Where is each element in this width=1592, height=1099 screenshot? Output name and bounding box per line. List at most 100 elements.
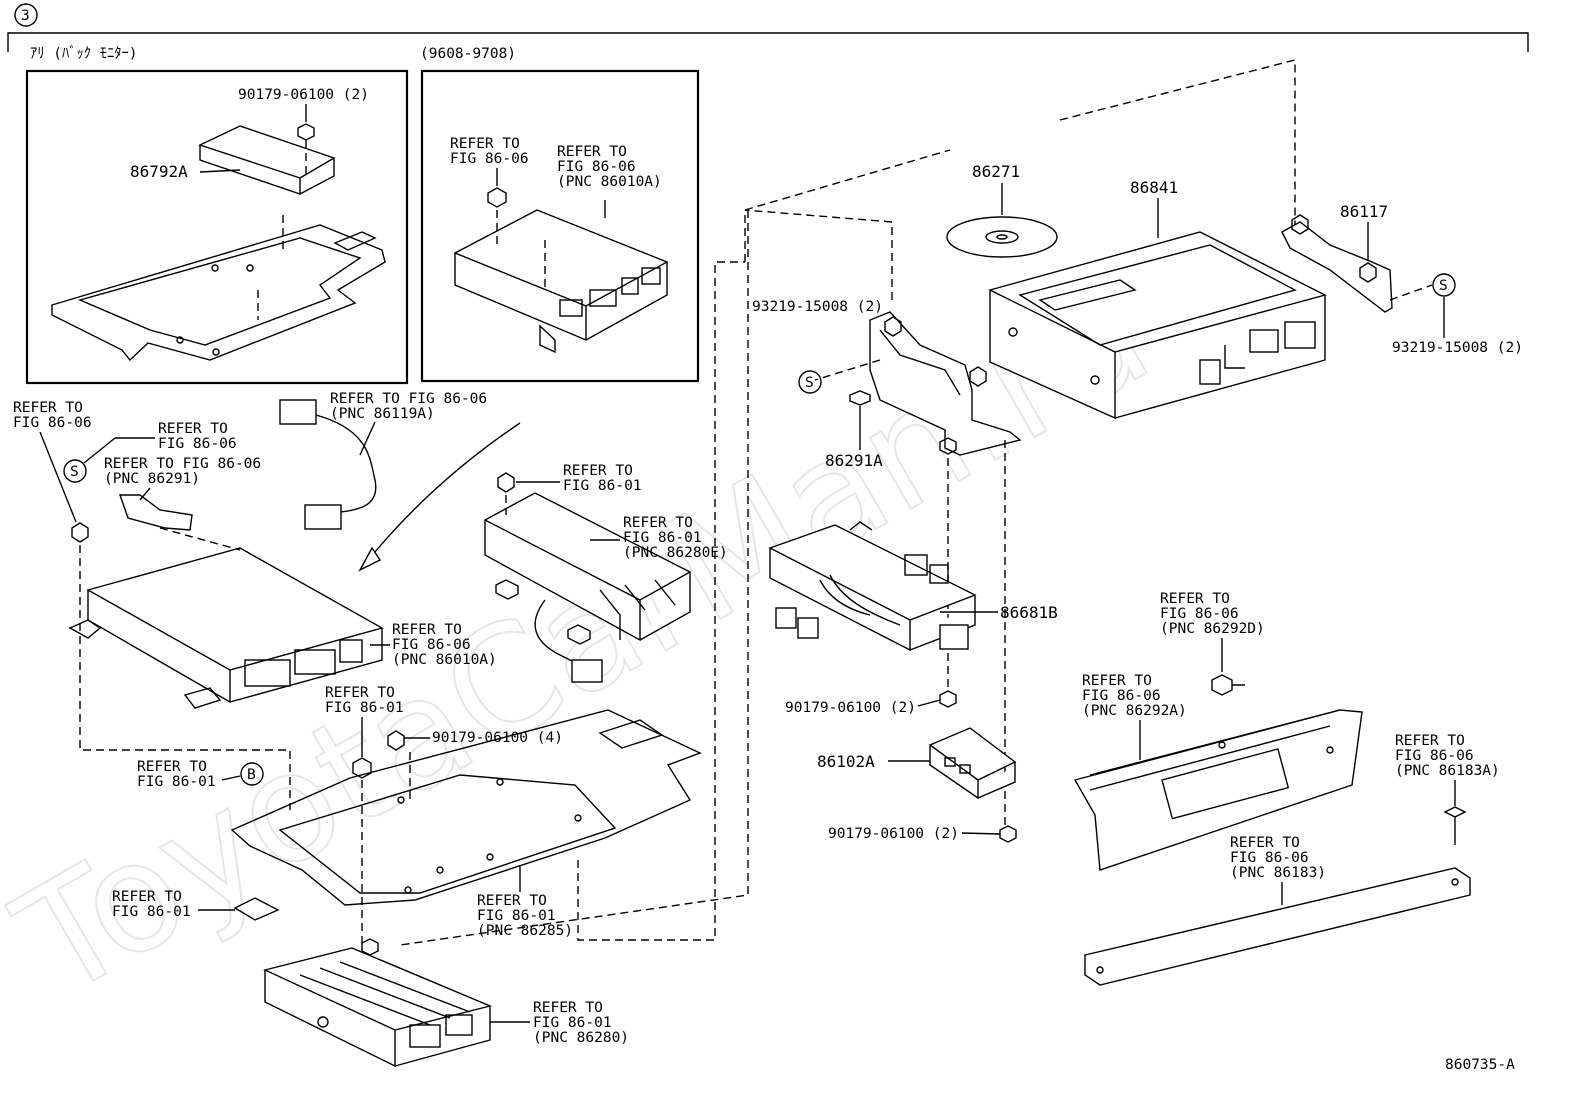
- inset-left: ｱﾘ (ﾊﾞｯｸ ﾓﾆﾀｰ): [25, 45, 409, 385]
- svg-text:FIG 86-06: FIG 86-06: [1160, 606, 1239, 622]
- part-90179-low: 90179-06100 (2): [828, 826, 959, 842]
- svg-text:S: S: [1439, 278, 1448, 294]
- svg-text:FIG 86-01: FIG 86-01: [112, 904, 191, 920]
- svg-text:REFER TO FIG 86-06: REFER TO FIG 86-06: [104, 456, 261, 472]
- svg-text:S: S: [805, 375, 814, 391]
- ref-fig-b: REFER TO FIG 86-01: [137, 759, 241, 790]
- wiring-harness: [279, 399, 377, 530]
- svg-text:FIG 86-01: FIG 86-01: [477, 908, 556, 924]
- svg-text:REFER TO: REFER TO: [392, 622, 462, 638]
- part-90179-inset: 90179-06100 (2): [238, 87, 369, 103]
- svg-text:FIG 86-01: FIG 86-01: [325, 700, 404, 716]
- center-mounting-bracket: [230, 261, 745, 950]
- inset-right: (9608-9708): [420, 46, 700, 383]
- svg-text:FIG 86-01: FIG 86-01: [623, 530, 702, 546]
- svg-text:FIG 86-06: FIG 86-06: [557, 159, 636, 175]
- svg-text:FIG 86-06: FIG 86-06: [392, 637, 471, 653]
- amplifier-86280: [262, 938, 493, 1068]
- svg-text:(PNC 86280): (PNC 86280): [533, 1030, 629, 1046]
- svg-text:REFER TO FIG 86-06: REFER TO FIG 86-06: [330, 391, 487, 407]
- svg-text:FIG 86-06: FIG 86-06: [450, 151, 529, 167]
- symbol-b: B: [240, 762, 264, 786]
- svg-text:REFER TO: REFER TO: [557, 144, 627, 160]
- svg-text:REFER TO: REFER TO: [137, 759, 207, 775]
- part-86681B: 86681B: [1000, 603, 1058, 622]
- svg-text:REFER TO: REFER TO: [623, 515, 693, 531]
- symbol-s-right: S: [1432, 273, 1456, 297]
- inset-left-title: ｱﾘ (ﾊﾞｯｸ ﾓﾆﾀｰ): [30, 45, 137, 62]
- svg-text:FIG 86-06: FIG 86-06: [13, 415, 92, 431]
- svg-text:REFER TO: REFER TO: [1230, 835, 1300, 851]
- part-86102A: 86102A: [817, 752, 875, 771]
- ref-pnc86280E: REFER TO FIG 86-01 (PNC 86280E): [590, 515, 728, 561]
- svg-text:(PNC 86285): (PNC 86285): [477, 923, 573, 939]
- svg-text:(PNC 86291): (PNC 86291): [104, 471, 200, 487]
- svg-text:(PNC 86119A): (PNC 86119A): [330, 406, 435, 422]
- ref-pnc86280: REFER TO FIG 86-01 (PNC 86280): [490, 1000, 629, 1046]
- part-90179-4: 90179-06100 (4): [432, 730, 563, 746]
- ref-fig-left2: REFER TO FIG 86-06: [83, 421, 237, 464]
- bezel-86292A: [1073, 674, 1467, 871]
- clip: [233, 897, 280, 921]
- ref-pnc86010A: REFER TO FIG 86-06 (PNC 86010A): [370, 622, 497, 668]
- cd-player-86841: [988, 231, 1327, 420]
- ref-fig-top-nut: REFER TO FIG 86-01: [516, 463, 642, 494]
- bracket-86117: [1281, 214, 1433, 313]
- ref-pnc86119A: REFER TO FIG 86-06 (PNC 86119A): [330, 391, 487, 456]
- guide-line-left: [399, 210, 749, 946]
- header-bracket: [7, 32, 1529, 52]
- svg-text:REFER TO: REFER TO: [450, 136, 520, 152]
- svg-text:REFER TO: REFER TO: [563, 463, 633, 479]
- part-86117: 86117: [1340, 202, 1388, 221]
- symbol-s-left: S: [63, 459, 87, 483]
- svg-text:FIG 86-06: FIG 86-06: [1230, 850, 1309, 866]
- ref-pnc86183A: REFER TO FIG 86-06 (PNC 86183A): [1395, 733, 1500, 806]
- svg-text:FIG 86-06: FIG 86-06: [158, 436, 237, 452]
- part-90179-mid: 90179-06100 (2): [785, 700, 916, 716]
- footer-code: 860735-A: [1445, 1057, 1515, 1073]
- svg-text:REFER TO: REFER TO: [1082, 673, 1152, 689]
- part-93219-left: 93219-15008 (2): [752, 299, 883, 315]
- symbol-s-mid: S: [798, 370, 822, 394]
- svg-text:(PNC 86010A): (PNC 86010A): [557, 174, 662, 190]
- svg-text:FIG 86-06: FIG 86-06: [1082, 688, 1161, 704]
- ref-inset-left: REFER TO FIG 86-06: [450, 136, 529, 186]
- svg-text:REFER TO: REFER TO: [477, 893, 547, 909]
- part-86841: 86841: [1130, 178, 1178, 197]
- svg-text:(PNC 86183A): (PNC 86183A): [1395, 763, 1500, 779]
- svg-text:(PNC 86292D): (PNC 86292D): [1160, 621, 1265, 637]
- part-93219-right: 93219-15008 (2): [1392, 340, 1523, 356]
- svg-text:(PNC 86292A): (PNC 86292A): [1082, 703, 1187, 719]
- ref-fig-mid-nut: REFER TO FIG 86-01: [325, 685, 404, 757]
- ref-fig-left: REFER TO FIG 86-06: [13, 400, 92, 523]
- part-86792A: 86792A: [130, 162, 188, 181]
- svg-text:S: S: [70, 464, 79, 480]
- svg-text:REFER TO: REFER TO: [533, 1000, 603, 1016]
- ref-inset-right: REFER TO FIG 86-06 (PNC 86010A): [557, 144, 662, 190]
- module-86681B: [768, 521, 977, 652]
- section-number: 3: [21, 8, 30, 24]
- svg-text:REFER TO: REFER TO: [158, 421, 228, 437]
- disc-86271: [946, 216, 1058, 258]
- svg-text:(PNC 86183): (PNC 86183): [1230, 865, 1326, 881]
- svg-text:REFER TO: REFER TO: [112, 889, 182, 905]
- ref-pnc86285: REFER TO FIG 86-01 (PNC 86285): [477, 865, 573, 939]
- amplifier-86280E: [483, 472, 692, 683]
- guide-line-top: [744, 59, 1296, 262]
- svg-text:FIG 86-01: FIG 86-01: [563, 478, 642, 494]
- svg-text:REFER TO: REFER TO: [325, 685, 395, 701]
- svg-text:(PNC 86280E): (PNC 86280E): [623, 545, 728, 561]
- ref-fig-clip: REFER TO FIG 86-01: [112, 889, 235, 920]
- part-86291A: 86291A: [825, 451, 883, 470]
- section-number-circle: [14, 3, 38, 27]
- ref-pnc86292D: REFER TO FIG 86-06 (PNC 86292D): [1160, 591, 1265, 672]
- ref-pnc86183: REFER TO FIG 86-06 (PNC 86183): [1230, 835, 1326, 905]
- svg-text:(PNC 86010A): (PNC 86010A): [392, 652, 497, 668]
- part-86271: 86271: [972, 162, 1020, 181]
- module-86102A: [928, 690, 1017, 843]
- svg-text:FIG 86-01: FIG 86-01: [533, 1015, 612, 1031]
- ref-pnc86291: REFER TO FIG 86-06 (PNC 86291): [104, 456, 261, 501]
- ref-pnc86292A: REFER TO FIG 86-06 (PNC 86292A): [1082, 673, 1187, 760]
- svg-text:REFER TO: REFER TO: [1395, 733, 1465, 749]
